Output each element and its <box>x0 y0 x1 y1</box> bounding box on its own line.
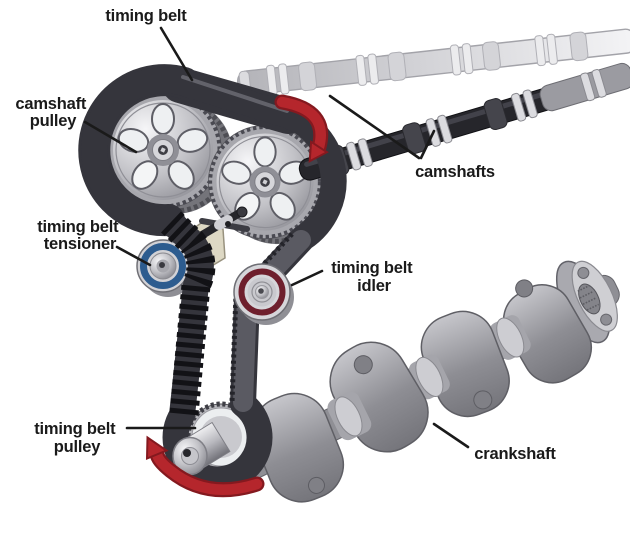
leader-idler <box>290 269 324 287</box>
label-timing-belt-pulley-line2: pulley <box>54 438 102 456</box>
crank-nose-shaft <box>172 421 231 476</box>
label-timing-belt: timing belt <box>105 7 187 25</box>
label-crankshaft: crankshaft <box>474 445 556 463</box>
leader-crankshaft <box>432 422 470 449</box>
camshaft-front <box>298 62 630 181</box>
label-timing-belt-pulley: timing belt pulley <box>34 420 120 456</box>
camshaft-rear-ghost <box>237 28 630 96</box>
label-tensioner-line2: tensioner <box>44 235 117 253</box>
label-idler-line1: timing belt <box>331 259 413 277</box>
label-camshaft-pulley-line2: pulley <box>30 112 78 130</box>
label-camshaft-pulley-line1: camshaft <box>15 95 87 113</box>
label-idler-line2: idler <box>357 277 392 295</box>
leader-camshafts-rear <box>328 94 421 160</box>
label-timing-belt-pulley-line1: timing belt <box>34 420 116 438</box>
label-tensioner-line1: timing belt <box>37 218 119 236</box>
label-timing-belt-tensioner: timing belt tensioner <box>37 218 123 253</box>
labels: timing belt camshaft pulley timing belt … <box>15 7 556 463</box>
rotation-arrow-top <box>274 94 329 163</box>
label-timing-belt-idler: timing belt idler <box>331 259 417 295</box>
label-camshaft-pulley: camshaft pulley <box>15 95 90 130</box>
tensioner-pulley <box>136 239 194 297</box>
idler-pulley <box>233 263 294 325</box>
label-camshafts: camshafts <box>415 163 495 181</box>
leader-camshaft-pulley <box>83 120 138 154</box>
leader-timing-belt <box>159 26 194 82</box>
timing-belt <box>78 64 347 493</box>
leader-lines <box>83 26 470 449</box>
leader-tensioner <box>115 245 152 267</box>
leader-camshafts-front <box>419 129 436 160</box>
crankshaft <box>235 260 620 503</box>
rotation-arrow-bottom <box>145 435 265 498</box>
